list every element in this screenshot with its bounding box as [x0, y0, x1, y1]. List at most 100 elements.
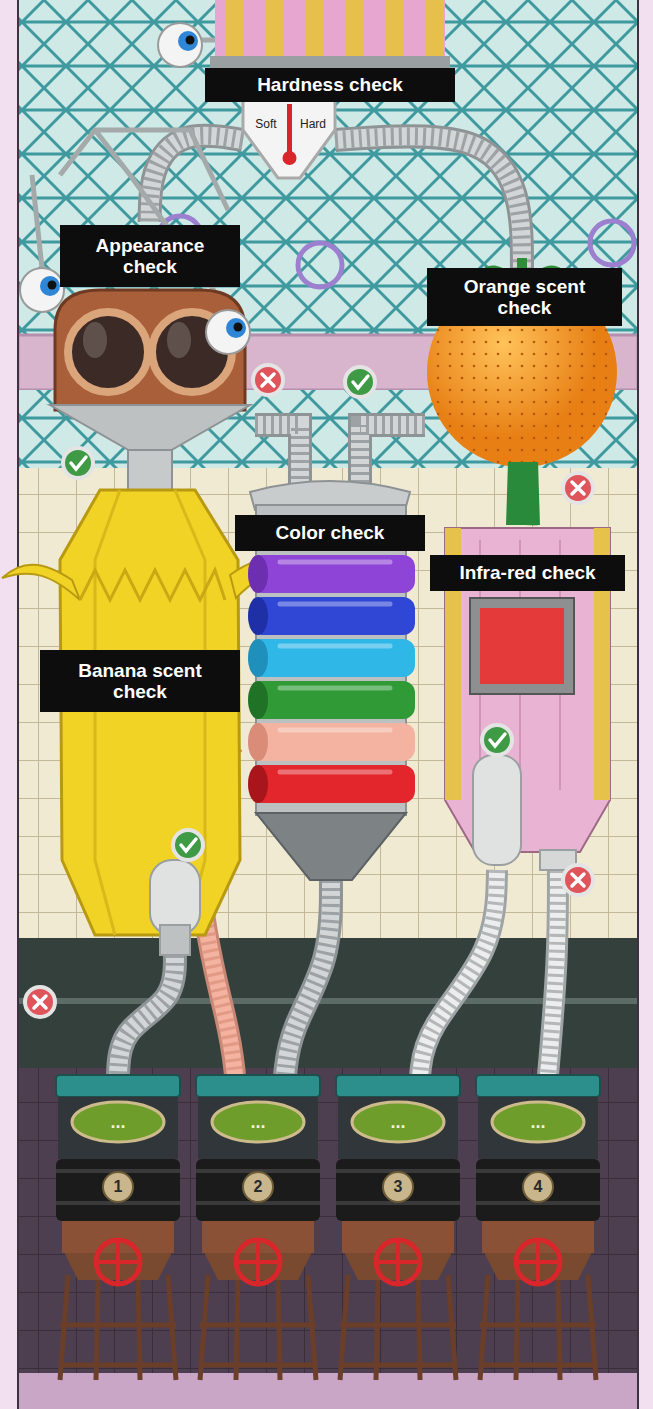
- tank-body: [196, 1075, 320, 1380]
- tank-body: [336, 1075, 460, 1380]
- banana-machine: [160, 925, 190, 955]
- banana-machine: [95, 490, 205, 935]
- hardness-gauge-body: [243, 100, 335, 178]
- eyeball: [20, 268, 64, 312]
- color-machine: [248, 639, 268, 677]
- appearance-checker: Appearance check: [40, 222, 255, 472]
- tank-body: [476, 1075, 600, 1380]
- eyeball: [158, 23, 202, 67]
- hardness-gauge-body: [243, 100, 335, 178]
- infrared-checker: Infra-red check: [440, 525, 615, 870]
- machine-label: Hardness check: [205, 68, 455, 102]
- pipe-connector: [335, 136, 522, 268]
- collection-tank: ... 2: [193, 1075, 323, 1375]
- machine-label: Orange scent check: [427, 268, 622, 326]
- tank-display: ...: [73, 1108, 163, 1136]
- pipe-fill: [548, 870, 558, 1075]
- hardness-gauge-body: [287, 104, 292, 156]
- color-machine: [256, 813, 406, 880]
- collection-tank: ... 4: [473, 1075, 603, 1375]
- hardness-barrel: [210, 0, 450, 68]
- side-strip: [0, 0, 18, 1409]
- eyeball: [206, 310, 250, 354]
- infrared-machine: [480, 608, 564, 684]
- check-button: [345, 367, 375, 397]
- banana-machine: [80, 570, 225, 600]
- pipe-ridges: [335, 136, 522, 268]
- pipe-connector: [548, 870, 558, 1075]
- gauge-mark: Hard: [293, 116, 333, 134]
- banana-machine: [150, 860, 200, 935]
- pipe-ridges: [420, 870, 497, 1075]
- orange-fruit: [506, 462, 540, 525]
- pipe-connector: [118, 955, 175, 1075]
- machine-label: Infra-red check: [430, 555, 625, 591]
- pipe-ridges: [118, 955, 175, 1075]
- pipe: [118, 955, 175, 1075]
- pipe-fill: [420, 870, 497, 1075]
- frame-line: [18, 0, 638, 1409]
- pipe-fill: [285, 880, 331, 1075]
- gauge-mark: Soft: [246, 116, 286, 134]
- hardness-checker: Hardness checkSoftHard: [243, 68, 335, 180]
- color-checker: Color check: [235, 500, 425, 880]
- cross-button: [253, 365, 283, 395]
- floor: [18, 1373, 638, 1409]
- cross-button: [25, 987, 55, 1017]
- appearance-dome: [50, 290, 250, 492]
- cross-button: [563, 865, 593, 895]
- pipe-fill: [118, 955, 175, 1075]
- check-button: [482, 725, 512, 755]
- tank-number: 2: [238, 1175, 278, 1199]
- infrared-machine: [470, 598, 574, 694]
- hardness-gauge-body: [283, 151, 297, 165]
- tank-body: [56, 1075, 180, 1380]
- banana-machine: [2, 565, 80, 600]
- tank-display: ...: [213, 1108, 303, 1136]
- cross-button: [563, 473, 593, 503]
- hardness-barrel: [235, 0, 435, 58]
- appearance-dome: [83, 322, 107, 358]
- banana-scent-checker: Banana scent check: [30, 490, 260, 955]
- pipe-connector: [420, 870, 497, 1075]
- orange-scent-checker: Orange scent check: [425, 268, 620, 503]
- color-machine: [248, 723, 268, 761]
- side-strip: [638, 0, 653, 1409]
- color-machine: [248, 555, 268, 593]
- machine-label: Banana scent check: [40, 650, 240, 712]
- appearance-dome: [167, 322, 191, 358]
- wall-ring: [590, 221, 634, 265]
- hardness-barrel: [215, 0, 445, 58]
- tank-number: 4: [518, 1175, 558, 1199]
- pipe: [420, 870, 497, 1075]
- tile-wall: [18, 468, 638, 938]
- collection-tank: ... 3: [333, 1075, 463, 1375]
- appearance-dome: [50, 405, 250, 452]
- pipe: [548, 870, 558, 1075]
- machine-label: Color check: [235, 515, 425, 551]
- tank-number: 1: [98, 1175, 138, 1199]
- collection-tank: ... 1: [53, 1075, 183, 1375]
- check-button: [173, 830, 203, 860]
- pipe-ridges: [548, 870, 558, 1075]
- pipe-fill: [335, 136, 522, 268]
- color-machine: [248, 597, 268, 635]
- machine-label: Appearance check: [60, 225, 240, 287]
- lattice-wall: [18, 0, 638, 335]
- hardness-barrel: [210, 56, 450, 68]
- banana-machine: [60, 490, 240, 935]
- pipe: [285, 880, 331, 1075]
- color-machine: [280, 562, 390, 772]
- tank-display: ...: [493, 1108, 583, 1136]
- color-machine: [248, 765, 268, 803]
- pipe: [335, 136, 522, 268]
- pipe-connector: [285, 880, 331, 1075]
- tank-display: ...: [353, 1108, 443, 1136]
- color-machine: [248, 681, 268, 719]
- appearance-dome: [128, 450, 172, 492]
- tank-number: 3: [378, 1175, 418, 1199]
- check-button: [63, 448, 93, 478]
- pipe-ridges: [285, 880, 331, 1075]
